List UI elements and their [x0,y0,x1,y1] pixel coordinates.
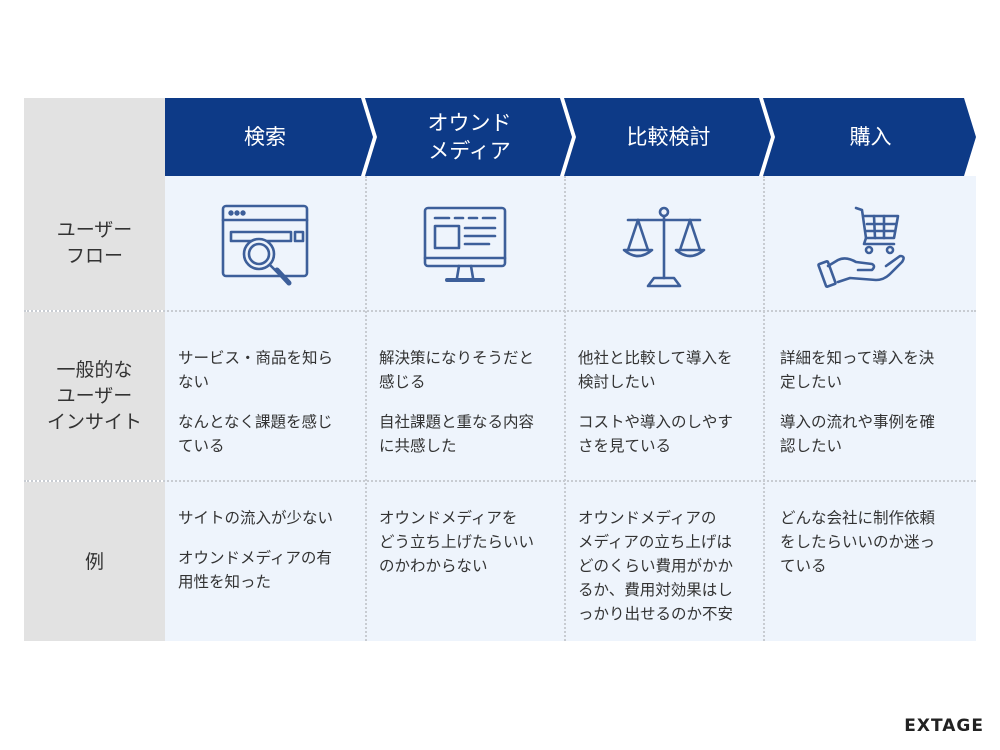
step-title: オウンド メディア [427,111,512,163]
insight-text: 解決策になりそうだと 感じる [379,349,535,391]
insight-text: 詳細を知って導入を決 定したい [780,349,935,391]
insight-text: サービス・商品を知ら ない [178,349,334,391]
cart-hand-icon [764,198,964,298]
row-label-example: 例 [84,550,104,573]
table-body [165,176,976,641]
row-label-user-flow: ユーザー フロー [56,219,133,267]
column-divider [564,176,566,641]
extage-logo: EXTAGE [904,716,984,736]
example-cell-comparison: オウンドメディアの メディアの立ち上げは どのくらい費用がかか るか、費用対効果… [578,506,758,642]
column-divider [365,176,367,641]
insight-text: 導入の流れや事例を確 認したい [780,413,936,455]
example-text: オウンドメディアの有 用性を知った [178,549,332,591]
example-text: オウンドメディアの メディアの立ち上げは どのくらい費用がかか るか、費用対効果… [578,509,734,623]
insight-text: 自社課題と重なる内容 に共感した [379,413,535,455]
example-cell-purchase: どんな会社に制作依頼 をしたらいいのか迷っ ている [780,506,970,594]
step-header-comparison: 比較検討 [564,98,771,176]
user-flow-table: ユーザー フロー 一般的な ユーザー インサイト 例 検索 オウンド メディア … [24,98,976,641]
insight-cell-comparison: 他社と比較して導入を 検討したい コストや導入のしやす さを見ている [578,346,758,474]
column-divider [763,176,765,641]
insight-cell-owned-media: 解決策になりそうだと 感じる 自社課題と重なる内容 に共感した [379,346,559,474]
step-header-purchase: 購入 [763,98,976,176]
example-text: サイトの流入が少ない [178,509,334,527]
step-title: 比較検討 [626,125,711,149]
row-label-column: ユーザー フロー 一般的な ユーザー インサイト 例 [24,98,165,641]
insight-text: なんとなく課題を感じ ている [178,413,333,455]
row-divider [24,480,976,482]
row-label-insight: 一般的な ユーザー インサイト [46,359,142,433]
search-window-icon [165,198,365,298]
insight-cell-purchase: 詳細を知って導入を決 定したい 導入の流れや事例を確 認したい [780,346,970,474]
example-cell-search: サイトの流入が少ない オウンドメディアの有 用性を知った [178,506,358,610]
balance-scale-icon [564,198,764,298]
step-header-search: 検索 [165,98,373,176]
example-cell-owned-media: オウンドメディアを どう立ち上げたらいい のかわからない [379,506,559,594]
monitor-icon [365,198,565,298]
insight-cell-search: サービス・商品を知ら ない なんとなく課題を感じ ている [178,346,358,474]
step-header-owned-media: オウンド メディア [365,98,572,176]
example-text: オウンドメディアを どう立ち上げたらいい のかわからない [379,509,535,575]
example-text: どんな会社に制作依頼 をしたらいいのか迷っ ている [780,509,936,575]
step-title: 検索 [244,125,286,149]
row-divider [24,310,976,312]
step-title: 購入 [849,125,892,149]
insight-text: 他社と比較して導入を 検討したい [578,349,733,391]
insight-text: コストや導入のしやす さを見ている [578,413,733,455]
